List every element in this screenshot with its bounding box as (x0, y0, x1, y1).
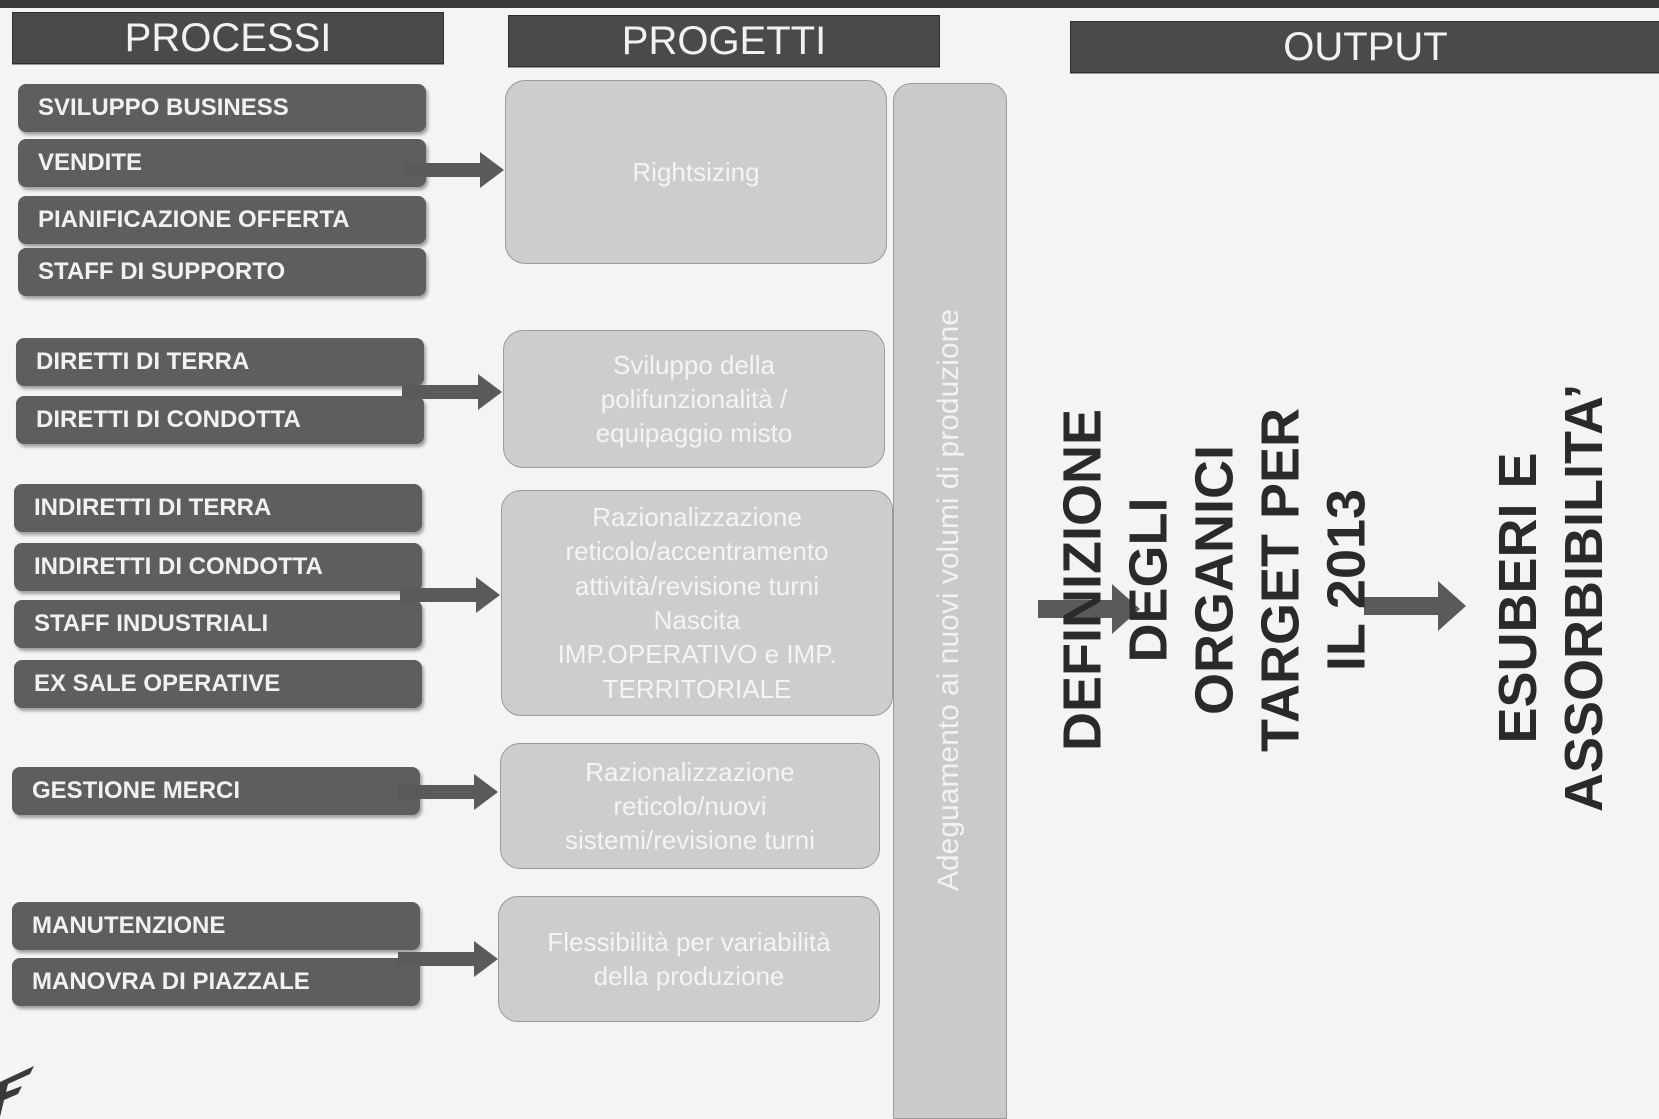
header-output: OUTPUT (1070, 21, 1659, 73)
arrow-icon (1364, 581, 1466, 631)
arrow-icon (400, 577, 500, 613)
process-manutenzione: MANUTENZIONE (12, 902, 420, 950)
process-staff-di-supporto: STAFF DI SUPPORTO (18, 248, 426, 296)
project-flessibilita: Flessibilità per variabilità della produ… (498, 896, 880, 1022)
arrow-icon (404, 152, 504, 188)
project-polifunzionalita-label: Sviluppo della polifunzionalità / equipa… (595, 349, 793, 449)
header-progetti: PROGETTI (508, 15, 940, 67)
process-diretti-di-condotta: DIRETTI DI CONDOTTA (16, 396, 424, 444)
process-vendite: VENDITE (18, 139, 426, 187)
arrow-icon (1038, 584, 1140, 634)
top-border-line (0, 0, 1659, 8)
output-definizione-organici: DEFINIZIONE DEGLI ORGANICI TARGET PER IL… (1052, 408, 1376, 753)
header-processi: PROCESSI (12, 12, 444, 64)
process-sviluppo-business: SVILUPPO BUSINESS (18, 84, 426, 132)
arrow-icon (398, 941, 498, 977)
adeguamento-bar (893, 83, 1007, 1119)
process-ex-sale-operative: EX SALE OPERATIVE (14, 660, 422, 708)
project-razionalizzazione-sistemi-label: Razionalizzazione reticolo/nuovi sistemi… (565, 756, 815, 856)
arrow-icon (402, 374, 502, 410)
project-polifunzionalita: Sviluppo della polifunzionalità / equipa… (503, 330, 885, 468)
process-indiretti-di-terra: INDIRETTI DI TERRA (14, 484, 422, 532)
process-staff-industriali: STAFF INDUSTRIALI (14, 600, 422, 648)
adeguamento-label: Adeguamento ai nuovi volumi di produzion… (932, 308, 965, 892)
process-gestione-merci: GESTIONE MERCI (12, 767, 420, 815)
project-rightsizing-label: Rightsizing (632, 156, 760, 187)
company-logo-icon (0, 1066, 34, 1117)
process-pianificazione-offerta: PIANIFICAZIONE OFFERTA (18, 196, 426, 244)
process-indiretti-di-condotta: INDIRETTI DI CONDOTTA (14, 543, 422, 591)
project-razionalizzazione-reticolo-label: Razionalizzazione reticolo/accentramento… (557, 502, 837, 704)
project-rightsizing: Rightsizing (505, 80, 887, 264)
process-manovra-di-piazzale: MANOVRA DI PIAZZALE (12, 958, 420, 1006)
process-diretti-di-terra: DIRETTI DI TERRA (16, 338, 424, 386)
project-flessibilita-label: Flessibilità per variabilità della produ… (547, 926, 831, 991)
project-razionalizzazione-sistemi: Razionalizzazione reticolo/nuovi sistemi… (500, 743, 880, 869)
project-razionalizzazione-reticolo: Razionalizzazione reticolo/accentramento… (501, 490, 893, 716)
output-esuberi-assorbibilita: ESUBERI E ASSORBIBILITA’ (1488, 383, 1614, 813)
arrow-icon (398, 774, 498, 810)
